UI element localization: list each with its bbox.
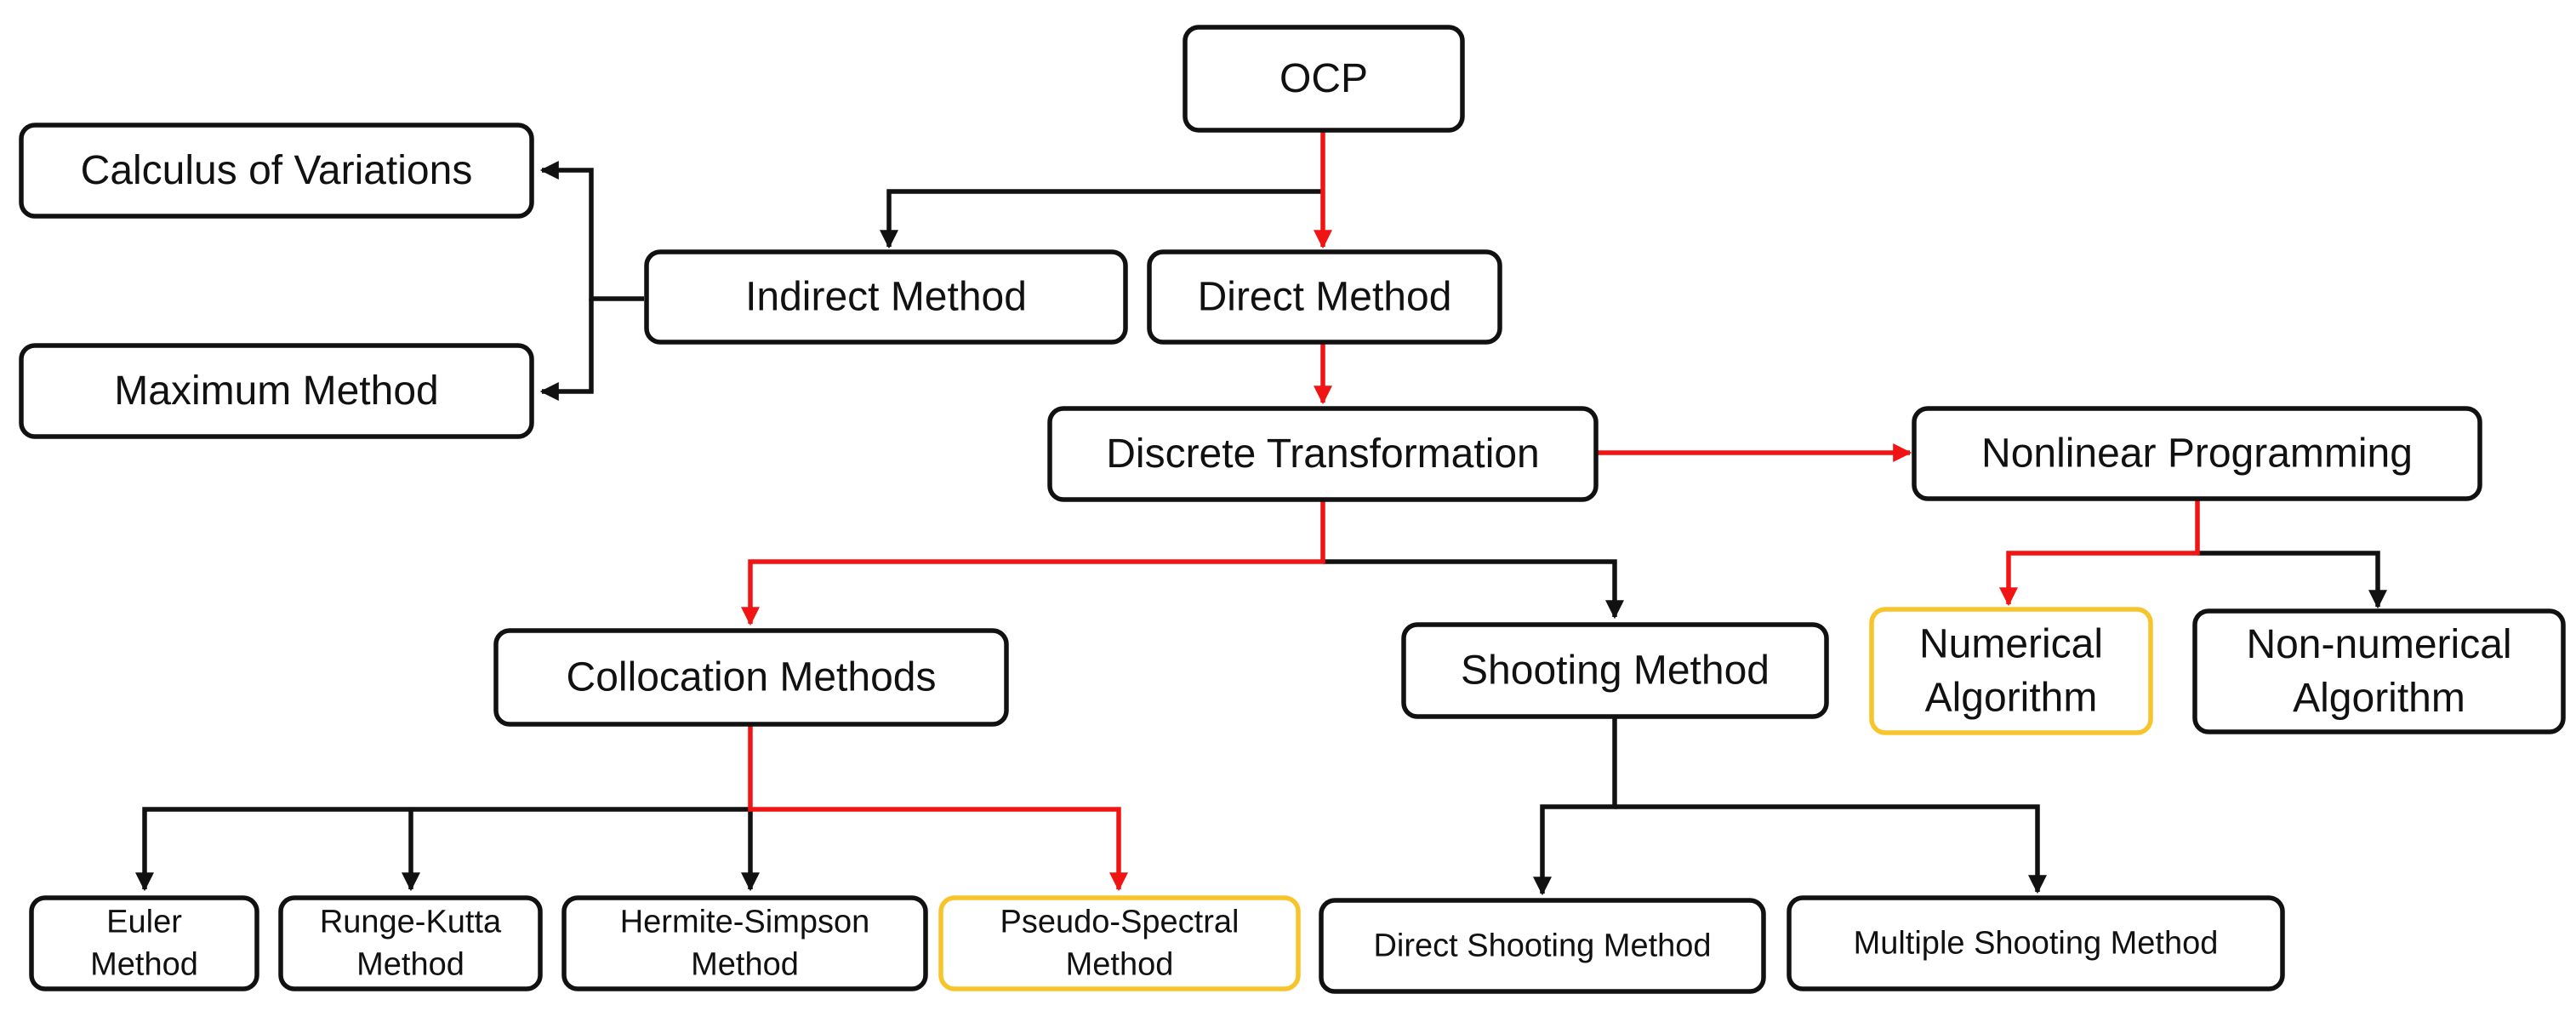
edge-shooting-method-to-multiple-shooting-method xyxy=(1615,804,2047,894)
node-label-line: Method xyxy=(1066,947,1174,983)
node-box xyxy=(19,343,534,439)
node-label-line: Method xyxy=(90,947,198,983)
node-label-line: Maximum Method xyxy=(114,368,438,414)
node-label-line: Non-numerical xyxy=(2246,622,2511,667)
node-label-line: OCP xyxy=(1279,56,1368,101)
node-calculus-of-variations: Calculus of Variations xyxy=(19,123,534,219)
node-box xyxy=(644,249,1128,345)
node-box xyxy=(278,895,543,991)
edge-indirect-method-to-maximum-method xyxy=(539,299,594,401)
node-label-line: Discrete Transformation xyxy=(1106,431,1540,477)
node-label-line: Shooting Method xyxy=(1461,648,1770,694)
node-label-line: Runge-Kutta xyxy=(320,904,502,940)
node-box xyxy=(1047,406,1599,502)
node-shooting-method: Shooting Method xyxy=(1401,622,1829,719)
node-label-line: Direct Method xyxy=(1198,275,1452,320)
node-box xyxy=(1401,622,1829,719)
node-box xyxy=(19,123,534,219)
node-label-line: Method xyxy=(691,947,799,983)
node-box xyxy=(1319,898,1766,994)
node-box xyxy=(1912,406,2482,501)
node-label-line: Method xyxy=(356,947,464,983)
edge-discrete-transformation-to-collocation-methods xyxy=(741,500,1325,626)
edge-nonlinear-programming-to-non-numerical-algorithm xyxy=(2197,551,2387,609)
edge-discrete-transformation-to-shooting-method xyxy=(1323,559,1624,620)
node-label-line: Euler xyxy=(106,904,182,940)
node-direct-method: Direct Method xyxy=(1147,249,1502,345)
node-label-line: Pseudo-Spectral xyxy=(1000,904,1240,940)
node-multiple-shooting-method: Multiple Shooting Method xyxy=(1787,895,2285,991)
node-direct-shooting-method: Direct Shooting Method xyxy=(1319,898,1766,994)
node-label-line: Numerical xyxy=(1919,621,2103,666)
node-maximum-method: Maximum Method xyxy=(19,343,534,439)
node-box xyxy=(1869,607,2153,735)
node-discrete-transformation: Discrete Transformation xyxy=(1047,406,1599,502)
node-label-line: Nonlinear Programming xyxy=(1981,431,2413,477)
edge-nonlinear-programming-to-numerical-algorithm xyxy=(1999,500,2200,607)
edge-shooting-method-to-direct-shooting-method xyxy=(1533,717,1617,896)
node-box xyxy=(938,895,1301,991)
edge-collocation-methods-to-pseudo-spectral-method xyxy=(748,724,1128,892)
node-label-line: Direct Shooting Method xyxy=(1373,928,1711,964)
node-box xyxy=(2192,608,2566,734)
node-label-line: Calculus of Variations xyxy=(81,148,473,193)
node-label-line: Algorithm xyxy=(2293,676,2465,721)
node-label-line: Collocation Methods xyxy=(567,655,937,700)
node-box xyxy=(493,628,1009,727)
node-collocation-methods: Collocation Methods xyxy=(493,628,1009,727)
node-label-line: Algorithm xyxy=(1925,676,2098,721)
node-box xyxy=(561,895,928,991)
node-nonlinear-programming: Nonlinear Programming xyxy=(1912,406,2482,501)
node-indirect-method: Indirect Method xyxy=(644,249,1128,345)
node-box xyxy=(1147,249,1502,345)
edge-indirect-method-to-calculus-of-variations xyxy=(539,161,644,301)
node-box xyxy=(29,895,259,991)
node-box xyxy=(1183,25,1465,133)
node-box xyxy=(1787,895,2285,991)
node-ocp: OCP xyxy=(1183,25,1465,133)
node-label-line: Indirect Method xyxy=(745,275,1027,320)
edge-collocation-methods-to-euler-method xyxy=(135,807,750,892)
node-label-line: Hermite-Simpson xyxy=(620,904,870,940)
node-label-line: Multiple Shooting Method xyxy=(1854,926,2219,962)
edge-ocp-to-indirect-method xyxy=(880,189,1323,249)
